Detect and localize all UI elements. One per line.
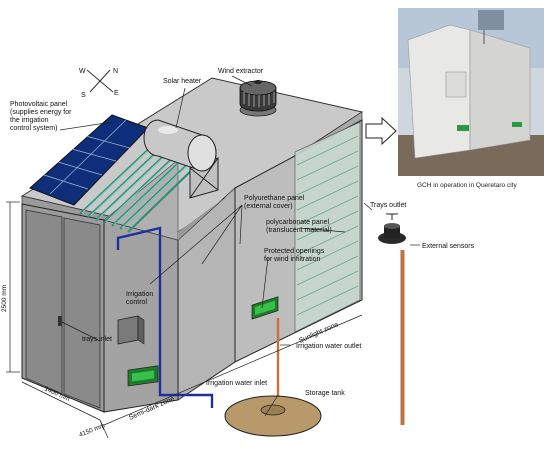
svg-text:(translucent material): (translucent material): [266, 227, 332, 234]
svg-text:for wind infiltration: for wind infiltration: [264, 256, 321, 263]
door-right: [63, 217, 101, 409]
label-solar-heater: Solar heater: [163, 78, 202, 85]
external-sensors: [378, 213, 406, 425]
label-polyurethane: Polyurethane panel (external cover): [244, 195, 305, 210]
svg-text:the irrigation: the irrigation: [10, 117, 49, 124]
svg-text:control system): control system): [10, 125, 57, 132]
solar-collector-tubes-light: [81, 144, 193, 229]
label-irrigation-water-outlet: Irrigation water outlet: [296, 343, 361, 350]
svg-text:(supplies energy for: (supplies energy for: [10, 109, 72, 116]
compass-s: S: [81, 92, 86, 99]
label-storage-tank: Storage tank: [305, 390, 345, 397]
solar-collector-tubes: [79, 145, 197, 233]
dimension-height: 2500 mm: [1, 285, 8, 312]
storage-tank: [224, 395, 322, 437]
compass-n: N: [113, 68, 118, 75]
wind-extractor: [239, 80, 277, 117]
label-wind-extractor: Wind extractor: [218, 68, 264, 75]
label-irrigation-water-inlet: Irrigation water inlet: [206, 380, 267, 387]
polycarbonate-slats: [296, 135, 359, 316]
svg-text:polycarbonate panel: polycarbonate panel: [266, 219, 329, 226]
svg-text:Protected openings: Protected openings: [264, 248, 325, 255]
leader-lines: [59, 75, 420, 417]
photo-caption: GCH in operation in Queretaro city: [417, 182, 517, 189]
polycarbonate-panel: [294, 121, 361, 333]
compass-w: W: [79, 68, 86, 75]
svg-text:control: control: [126, 299, 147, 306]
door-left: [25, 209, 63, 395]
svg-text:Irrigation: Irrigation: [126, 291, 153, 298]
label-photovoltaic: Photovoltaic panel (supplies energy for …: [10, 101, 72, 132]
greenhouse-photo: [398, 8, 544, 176]
label-trays-outlet: Trays outlet: [370, 202, 406, 209]
to-photo-arrow: [365, 116, 397, 146]
compass: W N S E: [79, 68, 119, 99]
vent-opening-right: [251, 296, 279, 320]
svg-text:Photovoltaic panel: Photovoltaic panel: [10, 101, 68, 108]
dimension-lines: [6, 201, 363, 439]
solar-heater-tank: [143, 119, 217, 172]
svg-text:Polyurethane panel: Polyurethane panel: [244, 195, 305, 202]
label-external-sensors: External sensors: [422, 243, 475, 250]
label-trays-inlet: trays inlet: [82, 336, 112, 343]
irrigation-inlet-pipe: [116, 226, 214, 408]
label-irrigation-control: Irrigation control: [126, 291, 153, 306]
svg-text:(external cover): (external cover): [244, 203, 293, 210]
dimension-length: 4150 mm: [78, 422, 106, 439]
irrigation-control-box: [117, 315, 145, 345]
label-protected-openings: Protected openings for wind infiltration: [264, 248, 325, 263]
label-polycarbonate: polycarbonate panel (translucent materia…: [266, 219, 332, 234]
vent-opening-left: [127, 365, 159, 387]
compass-e: E: [114, 90, 119, 97]
